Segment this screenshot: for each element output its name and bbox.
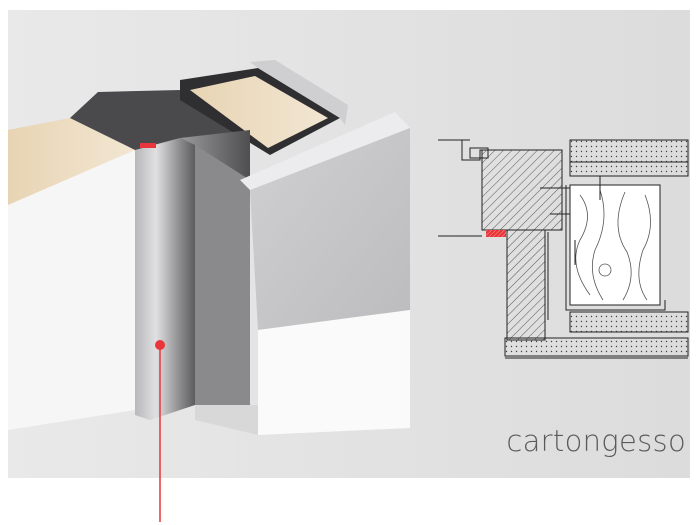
section-stud <box>569 184 661 306</box>
material-caption: cartongesso <box>506 424 686 458</box>
back-wood-block-top <box>190 76 328 148</box>
seal-top-red <box>140 143 156 148</box>
pointer-dot-icon <box>155 340 165 350</box>
section-board-top <box>569 139 689 163</box>
inner-block <box>195 145 250 405</box>
section-board-bottom <box>569 311 689 333</box>
left-wood-edge <box>8 118 135 205</box>
cross-section-drawing <box>438 139 689 359</box>
post-bottom-shadow <box>195 405 258 435</box>
section-seal-red <box>486 230 506 237</box>
pointer-leader <box>155 340 165 522</box>
lower-white-wall <box>258 310 410 435</box>
back-rim <box>250 60 348 125</box>
section-frame <box>481 149 563 231</box>
right-frame-edge <box>240 112 410 190</box>
frame-post <box>135 138 195 420</box>
left-wall-panel <box>8 118 135 430</box>
frame-render <box>8 60 410 435</box>
right-frame-face <box>250 128 410 330</box>
